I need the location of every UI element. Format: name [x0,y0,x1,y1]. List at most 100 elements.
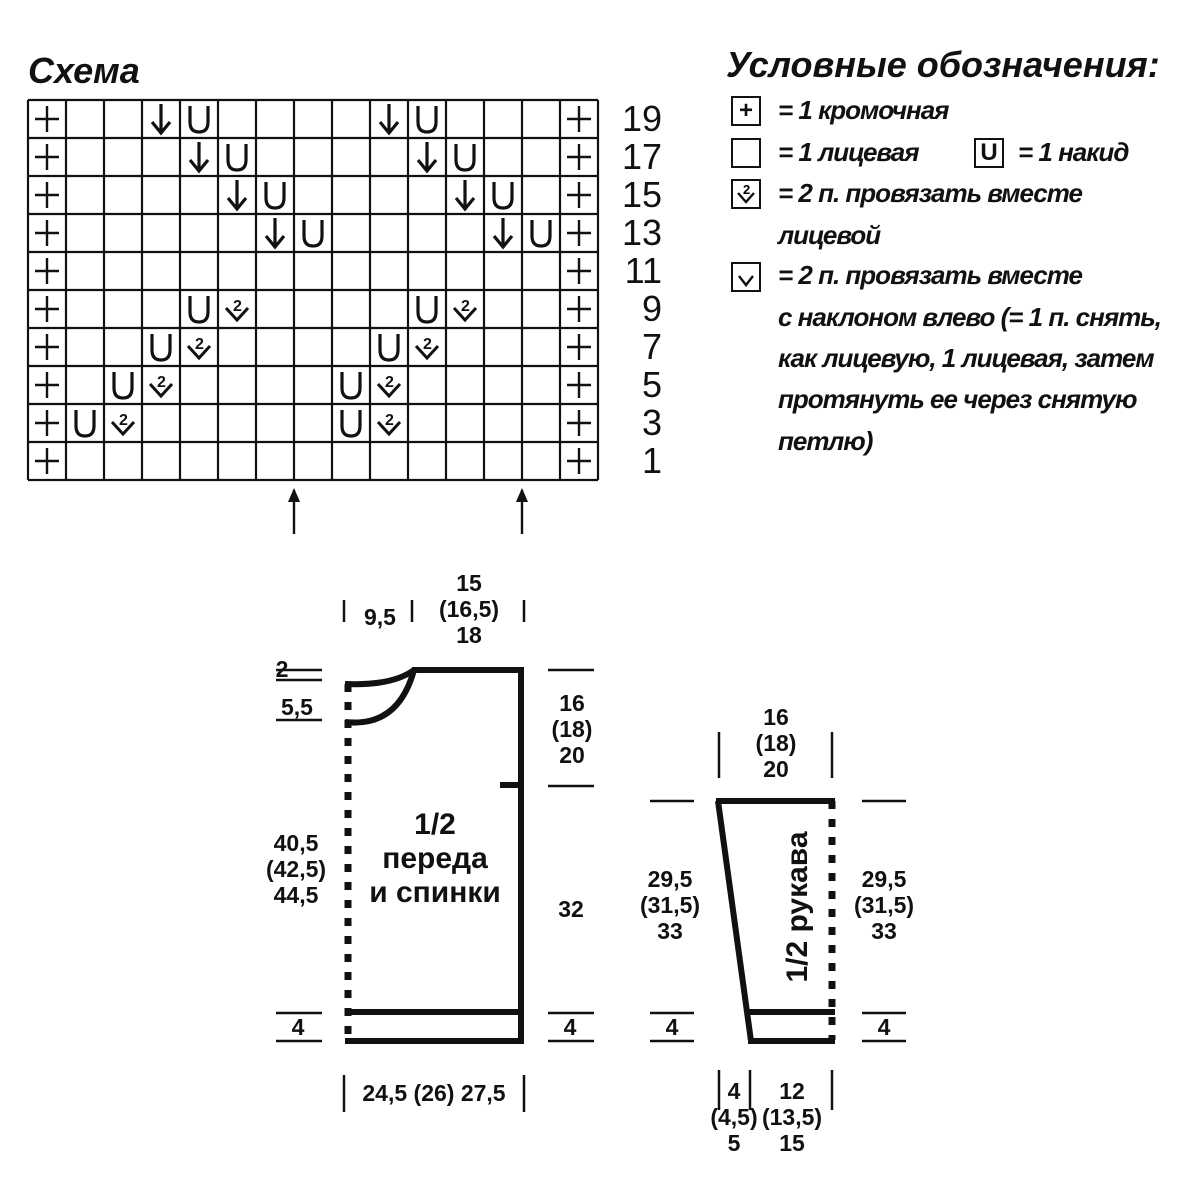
edge-stitch-icon [567,296,591,322]
repeat-arrow-2 [516,488,528,534]
body-rib-left-dim: 4 [291,1014,305,1040]
sleeve-dimension-lines [650,732,906,1110]
shoulder-dim: 15 (16,5) 18 [424,570,514,648]
svg-text:2: 2 [195,336,204,353]
sleeve-top-dim-3: 20 [763,756,789,782]
ssk-icon [731,262,761,292]
yarn-over-icon [416,106,438,134]
body-label-line-3: и спинки [369,876,501,909]
yarn-over-icon [226,144,248,172]
k2tog-icon: 2 [110,412,136,437]
sleeve-length-left-dim-1: 29,5 [647,866,693,892]
ssk-icon [378,104,400,136]
armhole-dim: 16 (18) 20 [545,690,599,768]
sleeve-bottom-width-dim-2: (13,5) [761,1104,823,1130]
edge-stitch-icon [567,258,591,284]
sleeve-length-right-dim-3: 33 [871,918,897,944]
sleeve-bottom-offset-dim-2: (4,5) [710,1104,758,1130]
edge-stitch-icon [567,372,591,398]
edge-stitch-icon [567,144,591,170]
row-number: 9 [641,288,662,329]
armhole-dim-2: (18) [551,716,593,742]
edge-stitch-icon [567,334,591,360]
body-rib-right-dim: 4 [563,1014,577,1040]
edge-stitch-icon [35,334,59,360]
ssk-icon [226,180,248,212]
k2tog-icon: 2 [414,336,440,361]
sleeve-bottom-width-dim-1: 12 [779,1078,805,1104]
total-length-dim-1: 40,5 [273,830,319,856]
row-number: 7 [641,326,662,367]
yarn-over-icon [112,372,134,400]
sleeve-length-left-dim: 29,5 (31,5) 33 [630,866,710,944]
neck-depth-front-dim: 5,5 [281,694,313,720]
edge-stitch-icon [35,372,59,398]
yarn-over-icon [302,220,324,248]
k2tog-icon: 2 [376,412,402,437]
row-number: 15 [621,174,662,215]
body-label-line-1: 1/2 [414,808,456,841]
legend-yarn-over: = 1 накид [1018,137,1129,167]
legend-title: Условные обозначения: [726,44,1160,85]
legend-ssk-line-1: = 2 п. провязать вместе [778,260,1083,290]
edge-stitch-icon [35,106,59,132]
sleeve-bottom-offset-dim: 4 (4,5) 5 [704,1078,764,1156]
total-length-dim-3: 44,5 [273,882,319,908]
yarn-over-icon [378,334,400,362]
row-number: 1 [641,440,662,481]
stitch-chart: 2 2 2 2 2 2 2 2 [26,98,600,534]
sleeve-length-right-dim: 29,5 (31,5) 33 [844,866,924,944]
edge-stitch-icon [35,296,59,322]
ssk-glyph [738,275,754,287]
edge-stitch-icon [35,182,59,208]
svg-text:2: 2 [157,374,166,391]
ssk-icon [454,180,476,212]
k2tog-icon: 2 [186,336,212,361]
yarn-over-icon [74,410,96,438]
svg-text:2: 2 [385,374,394,391]
sleeve-bottom-width-dim: 12 (13,5) 15 [756,1078,828,1156]
ssk-icon [492,218,514,250]
legend-ssk-line-2: с наклоном влево (= 1 п. снять, [778,302,1162,332]
body-piece-label: 1/2 переда и спинки [360,808,510,910]
k2tog-icon: 2 [224,298,250,323]
scheme-title: Схема [28,50,140,91]
legend-k2tog-line-1: = 2 п. провязать вместе [778,178,1083,208]
edge-stitch-icon [35,410,59,436]
yarn-over-icon [340,372,362,400]
ssk-icon [264,218,286,250]
sleeve-bottom-offset-dim-1: 4 [727,1078,741,1104]
k2tog-glyph: 2 [737,182,755,204]
yarn-over-icon [530,220,552,248]
sleeve-piece-label: 1/2 рукава [781,831,814,983]
edge-stitch-icon [567,220,591,246]
chart-grid [26,98,600,482]
k2tog-icon: 2 [376,374,402,399]
edge-stitch-icon [35,448,59,474]
row-number: 11 [624,250,662,291]
row-number: 13 [621,212,662,253]
body-piece-outline [344,667,524,1044]
neck-width-dim: 9,5 [364,604,396,630]
sleeve-top-dim: 16 (18) 20 [744,704,808,782]
legend-ssk-line-5: петлю) [778,426,873,456]
edge-stitch-icon [567,410,591,436]
edge-stitch-icon [35,220,59,246]
k2tog-icon: 2 [452,298,478,323]
sleeve-top-dim-1: 16 [763,704,789,730]
edge-stitch-icon [35,144,59,170]
sleeve-length-right-dim-2: (31,5) [853,892,915,918]
shoulder-dim-2: (16,5) [438,596,500,622]
shoulder-dim-1: 15 [456,570,482,596]
body-width-dim: 24,5 (26) 27,5 [362,1080,506,1106]
ssk-icon [150,104,172,136]
armhole-dim-3: 20 [559,742,585,768]
ssk-icon [188,142,210,174]
ssk-icon [416,142,438,174]
edge-stitch-icon [35,258,59,284]
svg-text:2: 2 [423,336,432,353]
neck-depth-back-dim: 2 [275,656,289,682]
sleeve-length-left-dim-2: (31,5) [639,892,701,918]
side-dim: 32 [558,896,584,922]
